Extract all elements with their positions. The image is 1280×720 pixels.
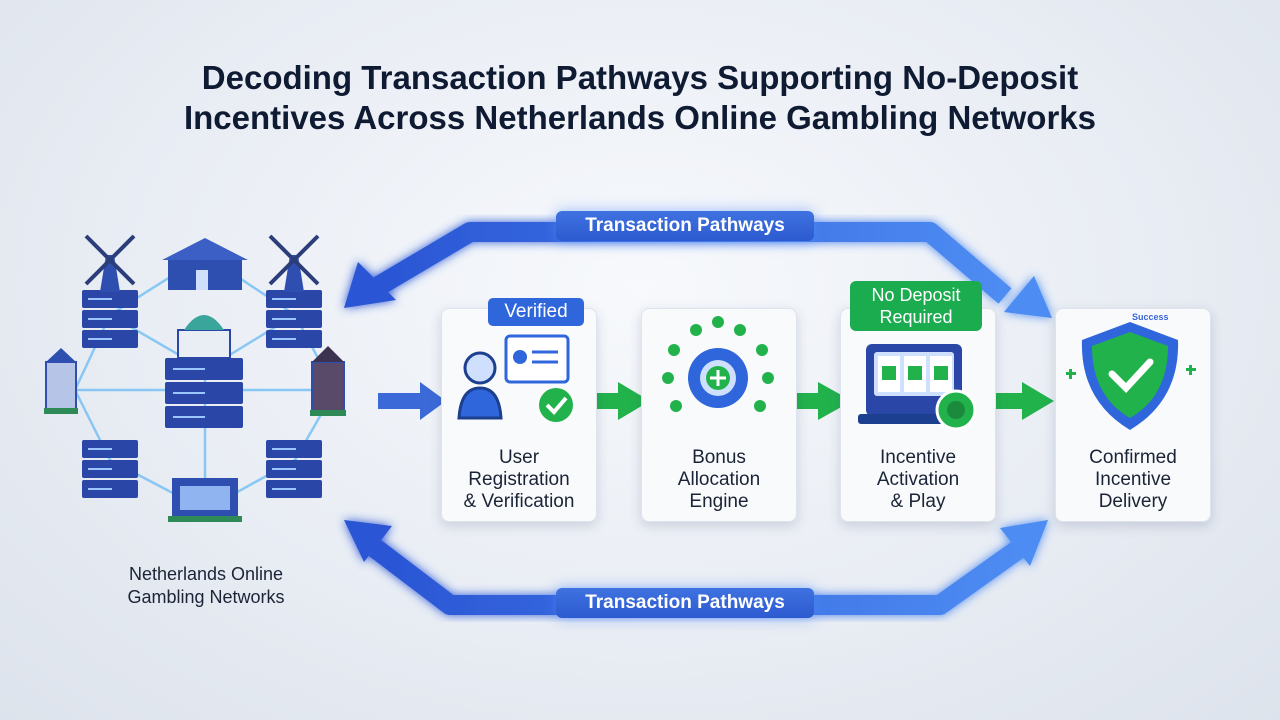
step-label-line: Incentive	[879, 447, 957, 468]
canal-house-icon	[44, 348, 78, 414]
canal-house-icon	[310, 346, 346, 416]
badge-line: Required	[879, 307, 953, 327]
badge-line: No Deposit	[871, 285, 961, 305]
house-icon	[162, 238, 248, 290]
server-stack-icon	[82, 440, 138, 498]
step-label-line: Registration	[468, 469, 570, 490]
title-line-1: Decoding Transaction Pathways Supporting…	[201, 59, 1079, 96]
title-line-2: Incentives Across Netherlands Online Gam…	[183, 99, 1097, 136]
server-stack-icon	[82, 290, 138, 348]
step-label-line: Allocation	[677, 469, 761, 490]
step-label: User Registration & Verification	[446, 447, 592, 513]
step-label-line: Incentive	[1094, 469, 1172, 490]
step-label-line: Activation	[876, 469, 960, 490]
gear-network-icon	[662, 316, 774, 412]
windmill-icon	[268, 234, 320, 292]
step-label: Bonus Allocation Engine	[646, 447, 792, 513]
server-stack-icon	[266, 440, 322, 498]
network-label: Netherlands Online Gambling Networks	[96, 563, 316, 609]
step-label: Confirmed Incentive Delivery	[1060, 447, 1206, 513]
entry-arrow	[378, 382, 446, 420]
shield-check-icon	[1066, 322, 1196, 430]
step-label-line: & Play	[890, 491, 946, 512]
step-label-line: Bonus	[692, 447, 746, 468]
windmill-icon	[84, 234, 136, 292]
step-label-line: & Verification	[463, 491, 575, 512]
verified-badge: Verified	[488, 298, 584, 326]
user-verification-icon	[457, 334, 573, 422]
success-tag: Success	[1132, 312, 1169, 322]
central-server-stack-icon	[165, 315, 243, 428]
page-title: Decoding Transaction Pathways Supporting…	[0, 58, 1280, 138]
step-label-line: User	[498, 447, 540, 468]
network-label-line: Netherlands Online	[128, 564, 284, 584]
no-deposit-badge: No Deposit Required	[850, 281, 982, 331]
step-arrow-3	[986, 382, 1054, 420]
network-illustration	[44, 234, 346, 522]
step-card-bonus-engine: Bonus Allocation Engine	[641, 308, 797, 522]
office-building-icon	[168, 478, 242, 522]
bottom-pathway-label: Transaction Pathways	[556, 588, 814, 618]
step-label-line: Delivery	[1098, 491, 1168, 512]
step-label-line: Confirmed	[1089, 447, 1177, 468]
top-pathway-label: Transaction Pathways	[556, 211, 814, 241]
slot-machine-icon	[858, 344, 977, 431]
server-stack-icon	[266, 290, 322, 348]
network-label-line: Gambling Networks	[127, 587, 285, 607]
step-label: Incentive Activation & Play	[845, 447, 991, 513]
step-label-line: Engine	[689, 491, 749, 512]
